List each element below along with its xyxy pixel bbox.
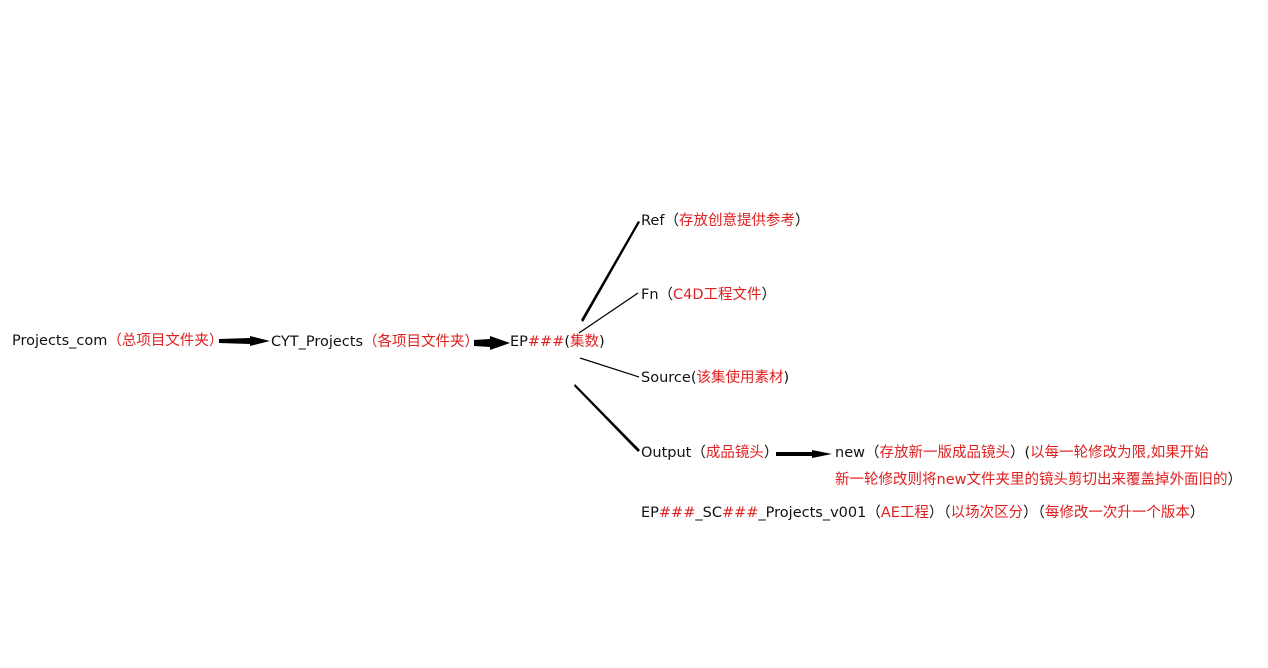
node-output-name: Output xyxy=(641,445,692,461)
arrow-root-to-cyt xyxy=(219,336,270,346)
node-source-note: 该集使用素材 xyxy=(696,370,784,386)
node-cyt-projects: CYT_Projects（各项目文件夹） xyxy=(271,333,479,351)
node-source-name: Source xyxy=(641,370,691,386)
node-projects-com-note: （总项目文件夹） xyxy=(107,333,224,349)
node-ep-note: 集数 xyxy=(570,334,600,350)
node-new-rule-line2: 新一轮修改则将new文件夹里的镜头剪切出来覆盖掉外面旧的 xyxy=(835,472,1228,488)
node-new-rule-continued: 新一轮修改则将new文件夹里的镜头剪切出来覆盖掉外面旧的） xyxy=(835,472,1242,488)
node-ep-hash: ### xyxy=(527,334,565,350)
branch-line-ref xyxy=(581,221,640,322)
arrow-output-to-new xyxy=(776,450,832,458)
branch-line-source xyxy=(579,357,640,378)
node-ref-name: Ref xyxy=(641,213,665,229)
project-file-ep: EP xyxy=(641,505,659,521)
node-new-note: 存放新一版成品镜头 xyxy=(879,445,1010,461)
project-file-note-version: 每修改一次升一个版本 xyxy=(1044,505,1190,521)
project-file-note-ae: AE工程 xyxy=(880,505,929,521)
node-new-name: new xyxy=(835,445,865,461)
branch-line-fn xyxy=(578,292,639,334)
arrow-cyt-to-ep xyxy=(474,336,510,350)
node-fn-note: C4D工程文件 xyxy=(673,287,762,303)
node-project-file: EP###_SC###_Projects_v001（AE工程）（以场次区分）（每… xyxy=(641,505,1205,521)
node-new: new（存放新一版成品镜头）(以每一轮修改为限,如果开始 xyxy=(835,445,1209,461)
branch-line-output xyxy=(574,384,640,452)
node-cyt-projects-name: CYT_Projects xyxy=(271,334,363,350)
node-output: Output（成品镜头） xyxy=(641,445,779,461)
node-source: Source(该集使用素材) xyxy=(641,370,790,386)
node-ep-name: EP xyxy=(510,334,528,350)
node-cyt-projects-note: （各项目文件夹） xyxy=(363,334,479,350)
node-projects-com-name: Projects_com xyxy=(12,333,108,349)
project-file-note-scene: 以场次区分 xyxy=(950,505,1024,521)
node-ref: Ref（存放创意提供参考） xyxy=(641,213,810,229)
node-fn-name: Fn xyxy=(641,287,659,303)
node-output-note: 成品镜头 xyxy=(705,445,764,461)
node-projects-com: Projects_com（总项目文件夹） xyxy=(12,332,223,350)
node-new-rule-line1: 以每一轮修改为限,如果开始 xyxy=(1030,445,1209,461)
project-file-suffix: _Projects_v001 xyxy=(758,505,867,521)
node-fn: Fn（C4D工程文件） xyxy=(641,287,777,303)
node-ep: EP###(集数) xyxy=(510,334,605,350)
node-ref-note: 存放创意提供参考 xyxy=(678,213,795,229)
